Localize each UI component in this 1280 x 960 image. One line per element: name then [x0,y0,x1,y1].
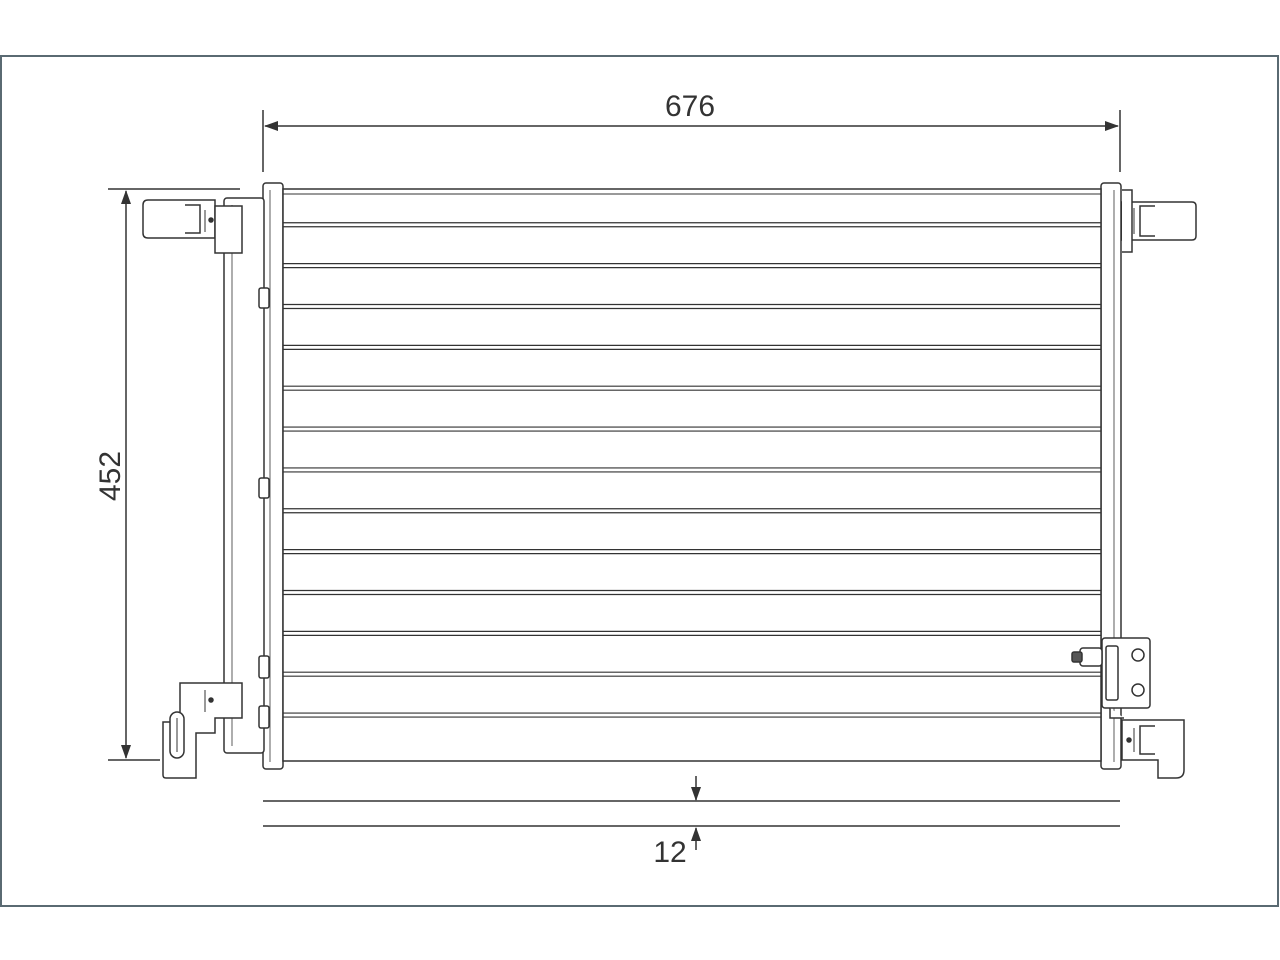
bracket-top-left [142,199,243,254]
width-dimension [262,110,1121,172]
height-dimension [108,188,240,761]
depth-dimension [263,776,1120,850]
left-header-tank [223,182,284,770]
connector-block [1071,637,1151,719]
bracket-top-right [1121,189,1197,253]
drawing-border [0,55,1279,907]
depth-dimension-label: 12 [653,836,686,869]
condenser-core [282,188,1102,762]
bracket-bottom-left [162,682,243,779]
bracket-bottom-right [1121,719,1185,779]
height-dimension-label: 452 [94,451,127,501]
width-dimension-label: 676 [665,90,715,123]
